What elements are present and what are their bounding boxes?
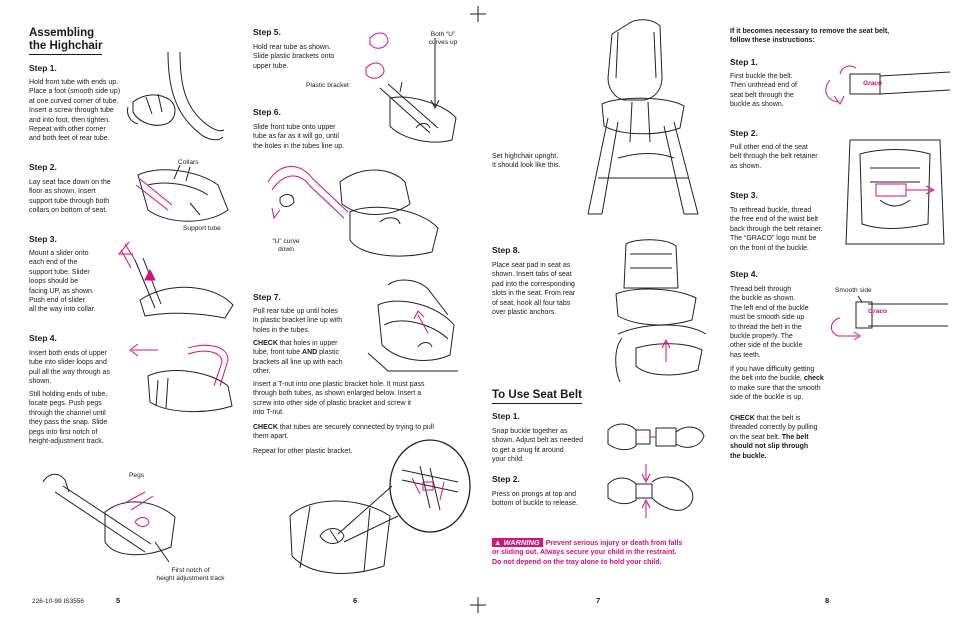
page-number-5: 5 xyxy=(116,596,121,605)
illustration-slider-on-tube xyxy=(117,241,234,319)
page-number-7: 7 xyxy=(596,596,601,605)
illustration-unthread-buckle xyxy=(825,65,951,105)
remove-step-2-heading: Step 2. xyxy=(730,128,758,138)
remove-step-1-text: First buckle the belt.Then unthread end … xyxy=(730,73,797,109)
page-8: If it becomes necessary to remove the se… xyxy=(718,0,954,618)
removal-intro: If it becomes necessary to remove the se… xyxy=(730,28,890,45)
belt-step-1-heading: Step 1. xyxy=(492,411,520,421)
remove-step-4-text-2: If you have difficulty getting the belt … xyxy=(730,366,824,402)
registration-mark-bottom xyxy=(470,597,486,613)
illustration-rear-tube-pull-up xyxy=(367,279,458,372)
step-4-text-2: Still holding ends of tube,locate pegs. … xyxy=(29,391,108,446)
page-number-6: 6 xyxy=(353,596,358,605)
step-7-check: CHECK that holes in upper tube, front tu… xyxy=(253,340,343,376)
illustration-highchair-upright xyxy=(587,19,699,215)
warning-badge: ▲ WARNING xyxy=(492,538,543,548)
page-7: Set highchair upright.It should look lik… xyxy=(478,0,718,618)
callout-support-tube: Support tube xyxy=(183,225,221,232)
registration-mark-top xyxy=(470,6,486,22)
final-check: CHECK that the belt is threaded correctl… xyxy=(730,415,818,460)
step-4-heading: Step 4. xyxy=(29,333,57,343)
step-7-heading: Step 7. xyxy=(253,292,281,302)
callout-pegs: Pegs xyxy=(129,472,145,479)
step-5-text: Hold rear tube as shown.Slide plastic br… xyxy=(253,44,335,70)
footer-document-code: 226-10-99 IS3556 xyxy=(32,598,85,605)
step-6-heading: Step 6. xyxy=(253,107,281,117)
page-number-8: 8 xyxy=(825,596,830,605)
step-2-heading: Step 2. xyxy=(29,162,57,172)
illustration-pegs-height-track xyxy=(42,473,176,563)
graco-logo-2: Graco xyxy=(868,308,888,315)
illustration-upper-tube-insert xyxy=(129,343,233,413)
callout-collars: Collars xyxy=(178,159,199,166)
illustration-thread-buckle xyxy=(831,295,948,341)
remove-step-4-heading: Step 4. xyxy=(730,269,758,279)
illustration-belt-retainer xyxy=(845,139,945,245)
step-8-heading: Step 8. xyxy=(492,245,520,255)
illustration-foot-on-tube xyxy=(127,51,225,141)
callout-plastic-bracket: Plastic bracket xyxy=(306,82,349,89)
page-6: Step 5. Hold rear tube as shown.Slide pl… xyxy=(240,0,471,618)
callout-u-curves-up: Both “U”curves up xyxy=(428,31,458,46)
belt-step-2-heading: Step 2. xyxy=(492,474,520,484)
section-title-assembling: Assembling the Highchair xyxy=(29,27,103,55)
step-5-heading: Step 5. xyxy=(253,27,281,37)
illustration-front-tube-slide xyxy=(267,166,439,257)
step-7-tnut-text: Insert a T-nut into one plastic bracket … xyxy=(253,381,425,417)
section-title-seat-belt: To Use Seat Belt xyxy=(492,389,582,404)
callout-smooth-side: Smooth side xyxy=(835,287,872,294)
illustration-seat-pad xyxy=(615,239,707,383)
remove-step-3-heading: Step 3. xyxy=(730,190,758,200)
step-7-check-2: CHECK that tubes are securely connected … xyxy=(253,424,434,441)
remove-step-1-heading: Step 1. xyxy=(730,57,758,67)
illustration-seat-support-tube xyxy=(135,164,229,222)
step-3-heading: Step 3. xyxy=(29,234,57,244)
illustration-release-buckle xyxy=(607,464,694,518)
upright-text: Set highchair upright.It should look lik… xyxy=(492,153,561,170)
illustration-snap-buckle xyxy=(607,423,705,451)
step-1-text: Hold front tube with ends up.Place a foo… xyxy=(29,79,121,143)
page-5: Assembling the Highchair Step 1. Hold fr… xyxy=(0,0,240,618)
step-1-heading: Step 1. xyxy=(29,63,57,73)
illustration-rear-tube-brackets xyxy=(365,32,457,143)
step-7-repeat: Repeat for other plastic bracket. xyxy=(253,448,353,455)
illustration-tnut-enlarged xyxy=(289,439,471,574)
graco-logo: Graco xyxy=(863,80,883,87)
